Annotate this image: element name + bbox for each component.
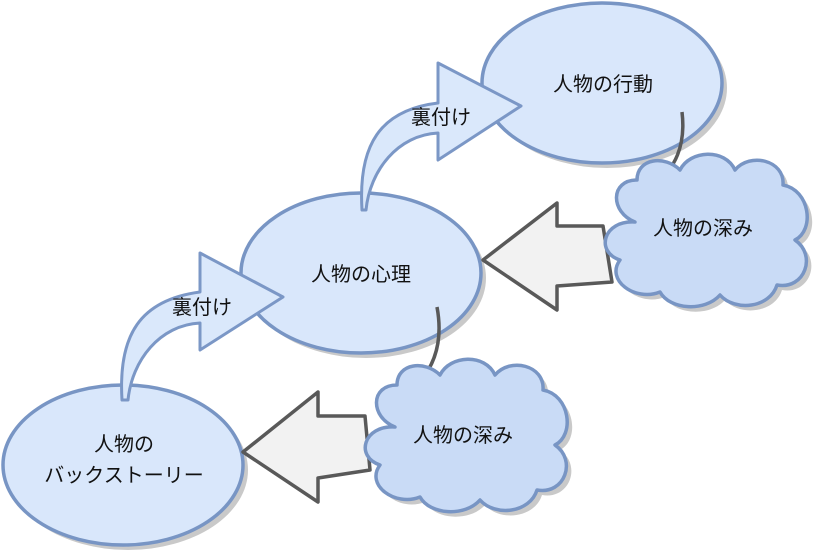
lower-depth-arrow [241,390,372,504]
psychology-label: 人物の心理 [311,262,411,286]
upper-support-arrow [360,61,523,212]
backstory-label-line2: バックストーリー [44,463,203,487]
upper-cloud [603,152,809,309]
upper-depth-arrow [481,201,614,312]
upper-support-label: 裏付け [411,105,471,129]
lower-cloud [363,357,569,514]
lower-support-arrow [120,251,285,402]
lower-cloud-label: 人物の深み [413,423,513,447]
upper-cloud-label: 人物の深み [653,216,753,240]
backstory-label-line1: 人物の [94,432,154,456]
behavior-ellipse [480,1,724,165]
behavior-label: 人物の行動 [553,72,653,96]
lower-support-label: 裏付け [172,295,232,319]
